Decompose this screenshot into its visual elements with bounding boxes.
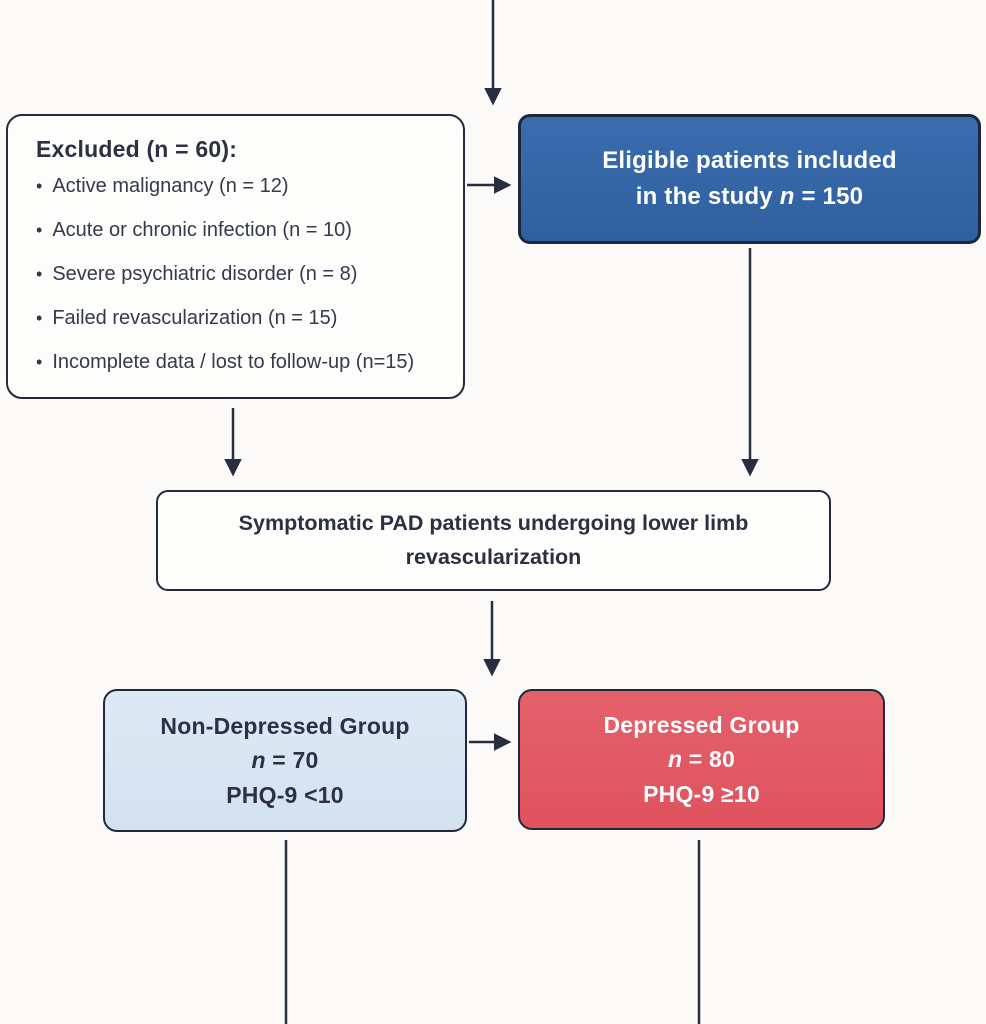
eligible-line1: Eligible patients included [602,147,897,174]
excluded-item-label: Incomplete data / lost to follow-up (n=1… [52,351,415,373]
bullet-icon: • [36,264,43,284]
excluded-item-label: Severe psychiatric disorder (n = 8) [52,263,358,285]
eligible-patients-box: Eligible patients included in the study … [518,114,981,244]
excluded-item: • Active malignancy (n = 12) [36,175,449,197]
depressed-group-box: Depressed Group n = 80 PHQ-9 ≥10 [518,689,885,830]
excluded-item: • Severe psychiatric disorder (n = 8) [36,263,449,285]
excluded-item-label: Active malignancy (n = 12) [52,175,289,197]
non-depressed-n: n [251,747,266,774]
excluded-item: • Failed revascularization (n = 15) [36,307,449,329]
non-depressed-title: Non-Depressed Group [160,712,410,739]
non-depressed-n-value: = 70 [265,747,319,774]
eligible-n: n [779,183,795,210]
eligible-line2: in the study n = 150 [636,179,863,215]
non-depressed-n-line: n = 70 [251,743,318,778]
symptomatic-pad-box: Symptomatic PAD patients undergoing lowe… [156,490,831,591]
excluded-item: • Incomplete data / lost to follow-up (n… [36,351,449,373]
excluded-box: Excluded (n = 60): • Active malignancy (… [6,114,465,399]
symptomatic-line2: revascularization [405,544,582,569]
depressed-n-value: = 80 [682,746,736,773]
depressed-phq: PHQ-9 ≥10 [643,780,760,807]
bullet-icon: • [36,308,43,328]
excluded-item: • Acute or chronic infection (n = 10) [36,219,449,241]
non-depressed-group-box: Non-Depressed Group n = 70 PHQ-9 <10 [103,689,467,832]
excluded-title: Excluded (n = 60): [36,136,238,162]
bullet-icon: • [36,352,43,372]
bullet-icon: • [36,220,43,240]
symptomatic-line1: Symptomatic PAD patients undergoing lowe… [238,511,749,536]
excluded-item-label: Failed revascularization (n = 15) [52,307,338,329]
depressed-n-line: n = 80 [668,742,735,777]
eligible-n-value: = 150 [794,183,864,210]
depressed-n: n [667,746,683,773]
excluded-item-label: Acute or chronic infection (n = 10) [52,219,352,241]
eligible-line2-prefix: in the study [635,183,780,210]
non-depressed-phq: PHQ-9 <10 [226,781,344,808]
depressed-title: Depressed Group [603,711,800,738]
bullet-icon: • [36,176,43,196]
